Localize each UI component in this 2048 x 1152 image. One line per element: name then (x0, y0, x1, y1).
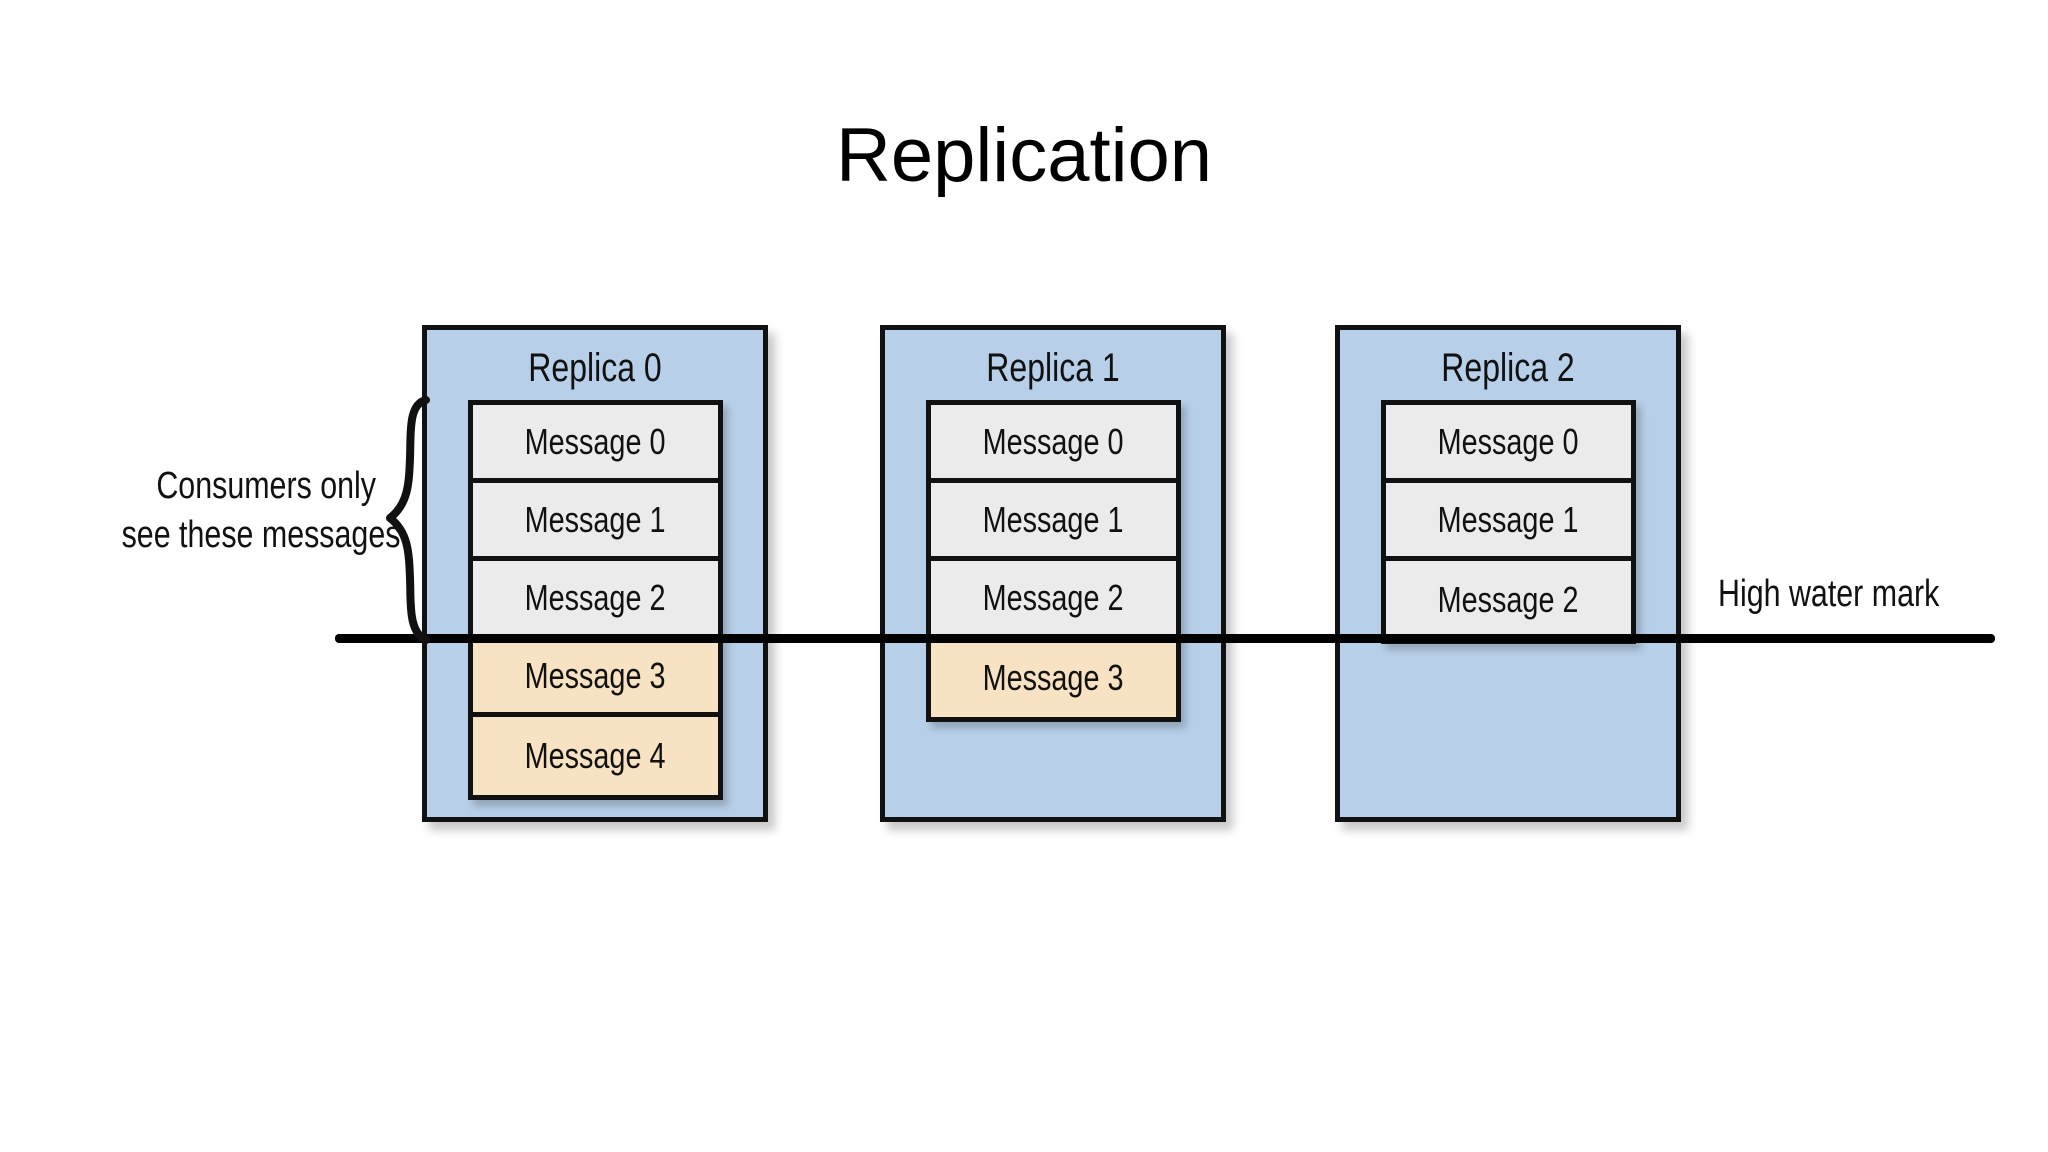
message-row: Message 2 (1386, 561, 1631, 639)
replica-title-2: Replica 2 (1340, 346, 1676, 390)
message-label: Message 2 (983, 576, 1124, 618)
consumers-note-line-2: see these messages (121, 514, 401, 557)
message-stack-0: Message 0 Message 1 Message 2 Message 3 Mess… (468, 400, 723, 800)
message-label: Message 3 (983, 657, 1124, 698)
message-label: Message 1 (1438, 498, 1579, 540)
message-label: Message 0 (1438, 420, 1579, 462)
message-row: Message 1 (931, 483, 1176, 561)
message-label: Message 0 (525, 420, 666, 462)
message-row: Message 0 (931, 405, 1176, 483)
message-row: Message 0 (473, 405, 718, 483)
consumers-note: Consumers only see these messages (58, 462, 401, 561)
message-label: Message 0 (983, 420, 1124, 462)
message-row: Message 1 (473, 483, 718, 561)
message-stack-2: Message 0 Message 1 Message 2 (1381, 400, 1636, 644)
page-title: Replication (836, 113, 1212, 198)
replica-title-text-2: Replica 2 (1441, 346, 1575, 390)
message-label: Message 4 (525, 735, 666, 776)
message-row: Message 2 (931, 561, 1176, 639)
replica-title-text-0: Replica 0 (528, 346, 662, 390)
message-row: Message 3 (931, 639, 1176, 717)
high-water-mark-label: High water mark (1718, 573, 1995, 616)
message-label: Message 1 (983, 498, 1124, 540)
message-label: Message 2 (525, 576, 666, 618)
message-row: Message 3 (473, 639, 718, 717)
message-row: Message 0 (1386, 405, 1631, 483)
message-label: Message 2 (1438, 579, 1579, 620)
replica-title-0: Replica 0 (427, 346, 763, 390)
high-water-mark-text: High water mark (1718, 573, 1940, 615)
replica-box-2: Replica 2 Message 0 Message 1 Message 2 (1335, 325, 1681, 822)
message-row: Message 1 (1386, 483, 1631, 561)
message-label: Message 1 (525, 498, 666, 540)
replica-title-text-1: Replica 1 (986, 346, 1120, 390)
high-water-mark-line (335, 634, 1995, 643)
curly-brace-icon (378, 396, 434, 644)
consumers-note-line-1: Consumers only (156, 465, 376, 507)
replica-title-1: Replica 1 (885, 346, 1221, 390)
message-label: Message 3 (525, 654, 666, 696)
message-row: Message 4 (473, 717, 718, 795)
message-row: Message 2 (473, 561, 718, 639)
message-stack-1: Message 0 Message 1 Message 2 Message 3 (926, 400, 1181, 722)
